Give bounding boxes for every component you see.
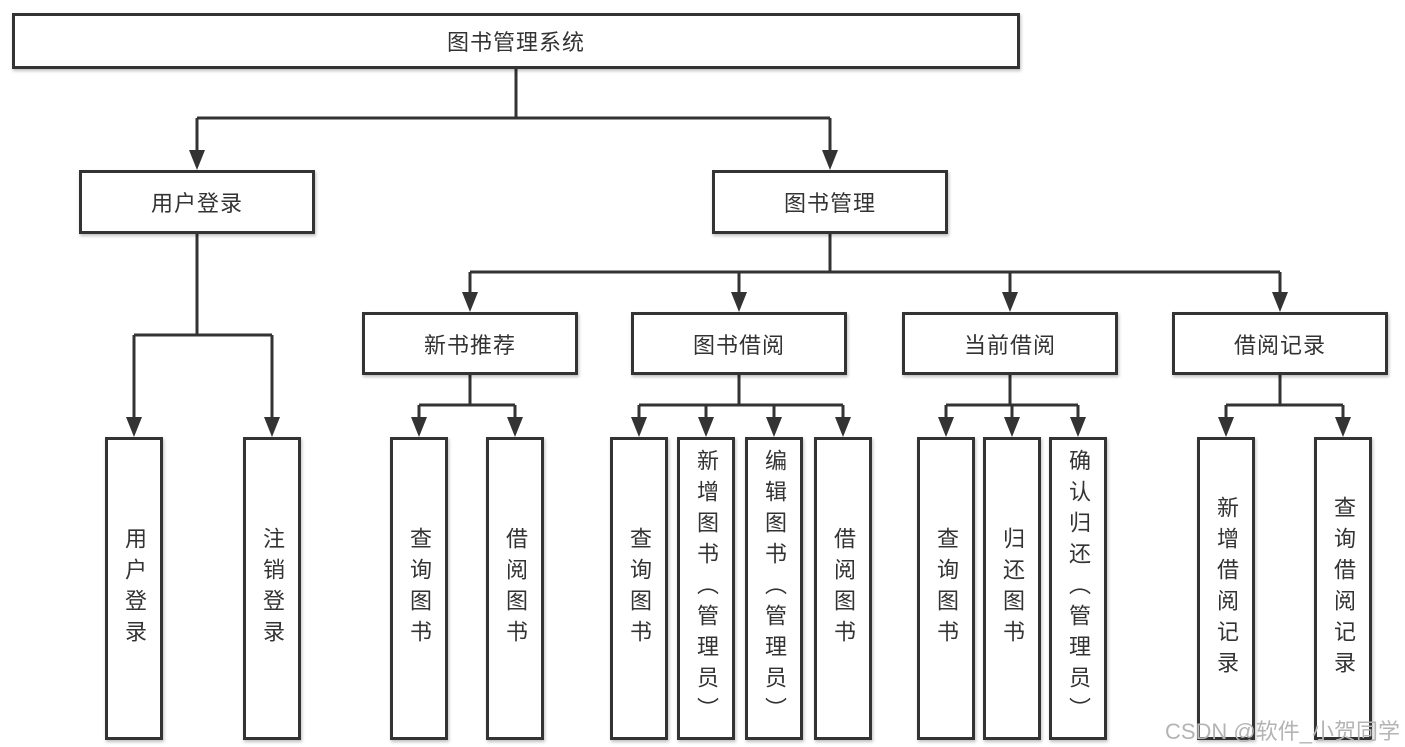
arrowhead-icon (1335, 417, 1351, 437)
connector-root-to-level2 (195, 69, 832, 152)
arrowhead-icon (189, 150, 205, 170)
connector-current-borrowing-to-leaves (944, 375, 1080, 419)
node-current-borrowing: 当前借阅 (902, 312, 1118, 375)
node-label: 借阅记录 (1233, 332, 1326, 358)
leaf-label: 借阅图书 (831, 526, 856, 651)
leaf-query-books: 查询图书 (917, 437, 975, 740)
leaf-add-borrow-record: 新增借阅记录 (1197, 437, 1255, 740)
leaf-label: 注销登录 (260, 526, 285, 651)
leaf-query-borrow-record: 查询借阅记录 (1314, 437, 1372, 740)
connector-borrow-records-to-leaves (1224, 375, 1345, 419)
arrowhead-icon (822, 150, 838, 170)
arrowhead-icon (698, 417, 714, 437)
csdn-watermark: CSDN @软件_小贺同学 (1164, 719, 1400, 744)
node-label: 图书借阅 (692, 332, 785, 358)
connector-book-borrowing-to-leaves (637, 375, 845, 419)
leaf-edit-books-admin: 编辑图书（管理员） (745, 437, 803, 740)
connector-user-login-to-leaves (132, 234, 274, 419)
arrowhead-icon (631, 417, 647, 437)
leaf-label: 查询图书 (934, 526, 959, 651)
leaf-label: 新增图书（管理员） (694, 449, 719, 728)
leaf-borrow-books: 借阅图书 (486, 437, 544, 740)
node-book-management: 图书管理 (712, 170, 948, 234)
leaf-confirm-return-admin: 确认归还（管理员） (1049, 437, 1107, 740)
connector-arrowheads (126, 150, 1351, 437)
leaf-query-books: 查询图书 (390, 437, 448, 740)
connector-lines (132, 69, 1345, 419)
arrowhead-icon (1272, 292, 1288, 312)
arrowhead-icon (1004, 417, 1020, 437)
leaf-label: 用户登录 (122, 526, 147, 651)
arrowhead-icon (507, 417, 523, 437)
leaf-label: 新增借阅记录 (1214, 495, 1239, 682)
arrowhead-icon (462, 292, 478, 312)
arrowhead-icon (731, 292, 747, 312)
arrowhead-icon (1070, 417, 1086, 437)
connector-new-book-recommend-to-leaves (417, 375, 517, 419)
leaf-return-books: 归还图书 (983, 437, 1041, 740)
node-book-borrowing: 图书借阅 (631, 312, 847, 375)
leaf-borrow-books: 借阅图书 (814, 437, 872, 740)
arrowhead-icon (1002, 292, 1018, 312)
leaf-user-login: 用户登录 (105, 437, 163, 740)
node-label: 图书管理 (783, 191, 876, 216)
leaf-add-books-admin: 新增图书（管理员） (677, 437, 735, 740)
leaf-label: 查询图书 (407, 526, 432, 651)
arrowhead-icon (1218, 417, 1234, 437)
arrowhead-icon (264, 417, 280, 437)
leaf-label: 归还图书 (1000, 526, 1025, 651)
node-label: 新书推荐 (423, 332, 516, 358)
node-new-book-recommend: 新书推荐 (362, 312, 578, 375)
leaf-logout: 注销登录 (243, 437, 301, 740)
leaf-label: 确认归还（管理员） (1066, 449, 1091, 728)
arrowhead-icon (835, 417, 851, 437)
arrowhead-icon (411, 417, 427, 437)
leaf-query-books: 查询图书 (610, 437, 668, 740)
node-label: 图书管理系统 (446, 30, 585, 55)
leaf-label: 编辑图书（管理员） (762, 449, 787, 728)
leaf-label: 查询借阅记录 (1331, 495, 1356, 682)
arrowhead-icon (766, 417, 782, 437)
node-library-management-system: 图书管理系统 (12, 13, 1020, 69)
leaf-label: 查询图书 (627, 526, 652, 651)
node-label: 用户登录 (150, 191, 243, 216)
arrowhead-icon (126, 417, 142, 437)
leaf-label: 借阅图书 (503, 526, 528, 651)
arrowhead-icon (938, 417, 954, 437)
connector-book-management-to-groups (468, 234, 1282, 294)
node-borrow-records: 借阅记录 (1172, 312, 1388, 375)
node-label: 当前借阅 (963, 332, 1056, 358)
node-user-login: 用户登录 (79, 170, 315, 234)
